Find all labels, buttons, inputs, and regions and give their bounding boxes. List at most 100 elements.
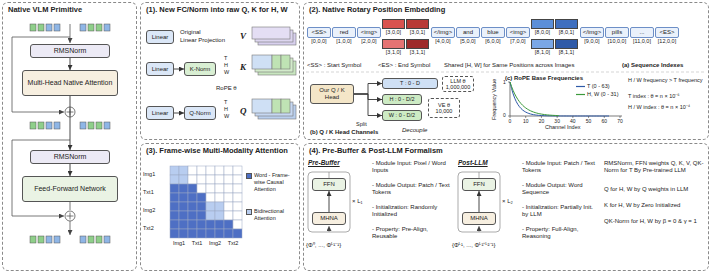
channel-bar: W : 0 - D/2 <box>382 110 422 121</box>
label: 40 <box>567 118 579 124</box>
decor-shape <box>96 236 102 243</box>
connector <box>70 58 71 70</box>
label: {Φ⁰, ..., Φᴸ¹⁻¹} <box>306 242 341 249</box>
decor-shape <box>80 236 86 243</box>
decor-shape <box>224 175 233 184</box>
decor-shape <box>233 184 242 193</box>
label: - Initialization: Partially Init. by LLM <box>522 204 600 218</box>
label: - Module Output: Word Sequence <box>522 182 600 196</box>
panel-title: (3). Frame-wise Multi-Modality Attention <box>146 146 294 155</box>
decor-shape <box>188 184 197 193</box>
label: T index : θ = n × 10⁻⁶ <box>628 93 706 100</box>
decor-shape <box>38 24 44 31</box>
decor-shape <box>54 122 60 129</box>
label: × L₂ <box>502 198 513 205</box>
node-text: VE θ <box>438 102 450 108</box>
node-text: 10,000 <box>436 108 453 114</box>
label: Txt1 <box>188 240 206 247</box>
connector <box>329 191 330 212</box>
token-box: <img>[7,0,0] <box>506 27 530 47</box>
decor-shape <box>206 184 215 193</box>
decor-shape <box>38 236 44 243</box>
label: 60 <box>598 118 610 124</box>
decor-shape <box>179 193 188 202</box>
decor-shape <box>224 220 233 229</box>
node-text: Linear <box>152 66 169 73</box>
node-text: [8,0,0] <box>535 29 550 36</box>
query-heads <box>252 99 296 119</box>
node-text: [3,0,1] <box>410 29 425 36</box>
node-text: <img> <box>506 27 530 38</box>
panel-frame: (3). Frame-wise Multi-Modality Attention <box>140 143 300 271</box>
decor-shape <box>104 236 110 243</box>
decor-shape <box>508 82 510 116</box>
image-patch: [8,1,1] <box>555 39 578 56</box>
label: (c) RoPE Base Frequencies <box>505 75 583 82</box>
decor-shape <box>170 193 179 202</box>
decor-shape <box>88 236 94 243</box>
decor-shape <box>224 211 233 220</box>
node-text: LLM θ <box>450 78 465 84</box>
image-tile <box>406 39 429 49</box>
linear-box: Linear <box>146 62 174 76</box>
image-patch: [3,1,1] <box>406 39 429 56</box>
label: 0 <box>504 118 516 124</box>
label: V <box>240 31 246 42</box>
token-box: red[1,0,0] <box>332 27 356 47</box>
node-text: Q-Norm <box>189 110 210 117</box>
separator <box>306 72 706 73</box>
label: Frequency Value <box>491 74 498 124</box>
head-box: Our Q / K Head <box>310 84 354 104</box>
node-text: W : 0 - D/2 <box>389 112 415 118</box>
decor-shape <box>604 116 605 118</box>
decor-shape <box>30 236 36 243</box>
decor-shape <box>197 166 206 175</box>
label: Img2 <box>143 207 169 214</box>
decor-shape <box>308 172 350 232</box>
decor-shape <box>206 220 215 229</box>
legend-entry: Bidirectional Attention <box>246 208 296 222</box>
connector <box>174 69 184 70</box>
legend-swatch <box>246 173 252 179</box>
decor-shape <box>215 229 224 238</box>
linear-box: Linear <box>146 106 174 120</box>
label: T <box>224 55 227 62</box>
node-text: [1,0,0] <box>336 38 351 45</box>
attention-box: Multi-Head Native Attention <box>22 70 118 96</box>
legend-text: H, W (0 - 31) <box>587 91 623 98</box>
decor-shape <box>233 166 242 175</box>
label: (b) Q / K Head Channels <box>310 129 378 136</box>
decor-shape <box>46 236 52 243</box>
decor-shape <box>170 229 179 238</box>
image-patch: [3,0,1] <box>406 19 429 36</box>
label: H / W frequency > T frequency <box>628 77 706 84</box>
decor-shape <box>281 99 290 113</box>
decor-shape <box>233 211 242 220</box>
image-tile <box>382 19 405 29</box>
image-patch: [3,0,0] <box>382 19 405 36</box>
node-text: [7,0,0] <box>510 38 525 45</box>
decor-shape <box>233 193 242 202</box>
norm-box: K-Norm <box>184 62 216 76</box>
node-text: 1,000,000 <box>446 84 470 90</box>
decor-shape <box>80 24 86 31</box>
panel-title: (1). New FC/Norm into raw Q, K for H, W <box>146 5 294 14</box>
node-text: MHNA <box>470 215 488 222</box>
attention-box: MHNA <box>462 212 496 225</box>
norm-box: Q-Norm <box>184 106 216 120</box>
token-box: <ES>[12,0,0] <box>655 27 679 47</box>
node-text: K-Norm <box>190 66 211 73</box>
decor-shape <box>179 202 188 211</box>
decor-shape <box>197 220 206 229</box>
legend-entry: T (0 - 63) <box>576 83 623 90</box>
decor-shape <box>30 122 36 129</box>
node-text: pills <box>605 27 629 38</box>
decor-shape <box>252 55 272 69</box>
decor-shape <box>272 55 281 69</box>
label: H <box>224 106 228 113</box>
node-text: [9,0,0] <box>584 38 599 45</box>
node-text: <ES> <box>655 27 679 38</box>
label: K for H, W by Zero Initialized <box>604 202 706 209</box>
node-text: [6,0,0] <box>485 38 500 45</box>
legend-text: Bidirectional Attention <box>254 208 296 222</box>
